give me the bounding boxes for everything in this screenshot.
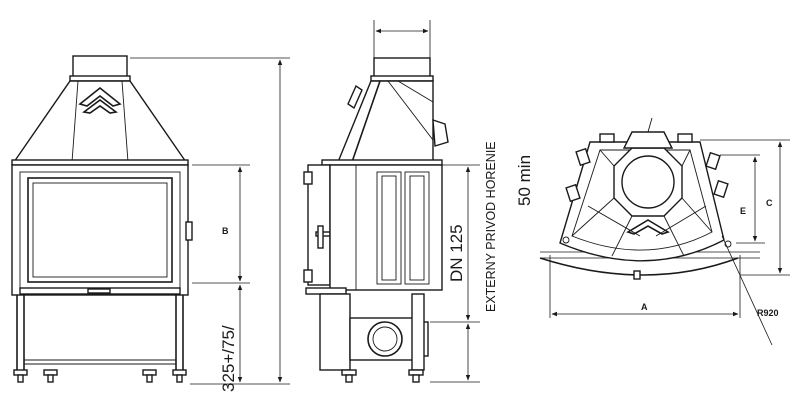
- front-hood-ornament-lower: [82, 99, 118, 114]
- side-hood-fin: [347, 84, 363, 110]
- side-air-inlet: [367, 321, 403, 357]
- front-view: B 325+/75/: [11, 55, 290, 392]
- top-ornament: [626, 219, 670, 235]
- top-c-label: C: [766, 198, 773, 208]
- top-radius-leader: [721, 235, 773, 346]
- top-fin-back-left: [599, 133, 615, 143]
- side-panel-right: [404, 171, 430, 285]
- side-ash-shelf: [305, 287, 347, 295]
- top-screw-left: [562, 236, 570, 244]
- side-air-box: [349, 317, 421, 361]
- side-foot-rear-stem: [412, 374, 420, 383]
- top-fin-back-right: [677, 133, 693, 143]
- side-air-label: EXTERNY PRIVOD HORENIE: [484, 141, 498, 312]
- side-hood-rail: [321, 159, 443, 166]
- front-glass-inner: [32, 182, 168, 278]
- top-flue-opening: [621, 155, 675, 209]
- top-fin-right-2: [713, 179, 729, 199]
- top-screw-right: [724, 240, 732, 248]
- front-legs: [16, 295, 184, 370]
- side-foot-front-stem: [345, 374, 353, 383]
- side-rear-bracket: [432, 119, 449, 147]
- side-stand-front: [319, 293, 351, 371]
- top-e-label: E: [740, 206, 746, 216]
- side-hood-ribs: [387, 80, 434, 141]
- side-foot-rear: [408, 369, 424, 376]
- front-hood-ornament: [78, 86, 122, 107]
- side-foot-front: [341, 369, 357, 376]
- front-hood-edges: [71, 80, 129, 163]
- side-hinge-top: [303, 171, 313, 185]
- front-b-label: B: [222, 226, 229, 236]
- top-facet-lines: [571, 149, 713, 257]
- top-fin-right-1: [705, 151, 721, 171]
- top-fin-left-1: [575, 147, 591, 167]
- side-body: [329, 164, 443, 291]
- side-clearance-label: 50 min: [515, 155, 534, 206]
- side-flue-ring: [370, 75, 434, 82]
- top-fin-left-2: [565, 183, 581, 203]
- top-front-arc: [539, 257, 739, 276]
- front-ash-slot: [87, 288, 111, 294]
- front-door-handle: [185, 221, 193, 241]
- top-collar-tick: [647, 117, 653, 133]
- side-view: DN 125 EXTERNY PRIVOD HORENIE 50 min: [303, 20, 534, 383]
- front-base-label: 325+/75/: [219, 325, 238, 392]
- side-hood-edge: [351, 80, 381, 163]
- front-flue-collar: [72, 55, 128, 79]
- top-front-knob: [633, 270, 641, 280]
- side-panel-right-inner: [409, 175, 425, 281]
- front-feet: [13, 369, 187, 383]
- top-collar-tab: [622, 131, 674, 149]
- side-stand-rear: [411, 293, 425, 371]
- top-view: C E A: [539, 117, 790, 346]
- side-hinge-bottom: [303, 269, 313, 283]
- top-radius-label: R920: [757, 308, 779, 318]
- front-flue-ring: [69, 75, 131, 82]
- top-a-label: A: [641, 302, 648, 312]
- side-flue-collar: [373, 57, 431, 79]
- side-panel-left-inner: [381, 175, 397, 281]
- front-body-frame: [11, 164, 189, 296]
- front-hood-rail: [11, 159, 189, 166]
- side-handle: [317, 225, 324, 249]
- side-air-inlet-inner: [372, 326, 398, 352]
- front-hood: [12, 80, 188, 163]
- side-dn-label: DN 125: [447, 224, 466, 282]
- side-panel-left: [376, 171, 402, 285]
- front-glass: [27, 177, 173, 283]
